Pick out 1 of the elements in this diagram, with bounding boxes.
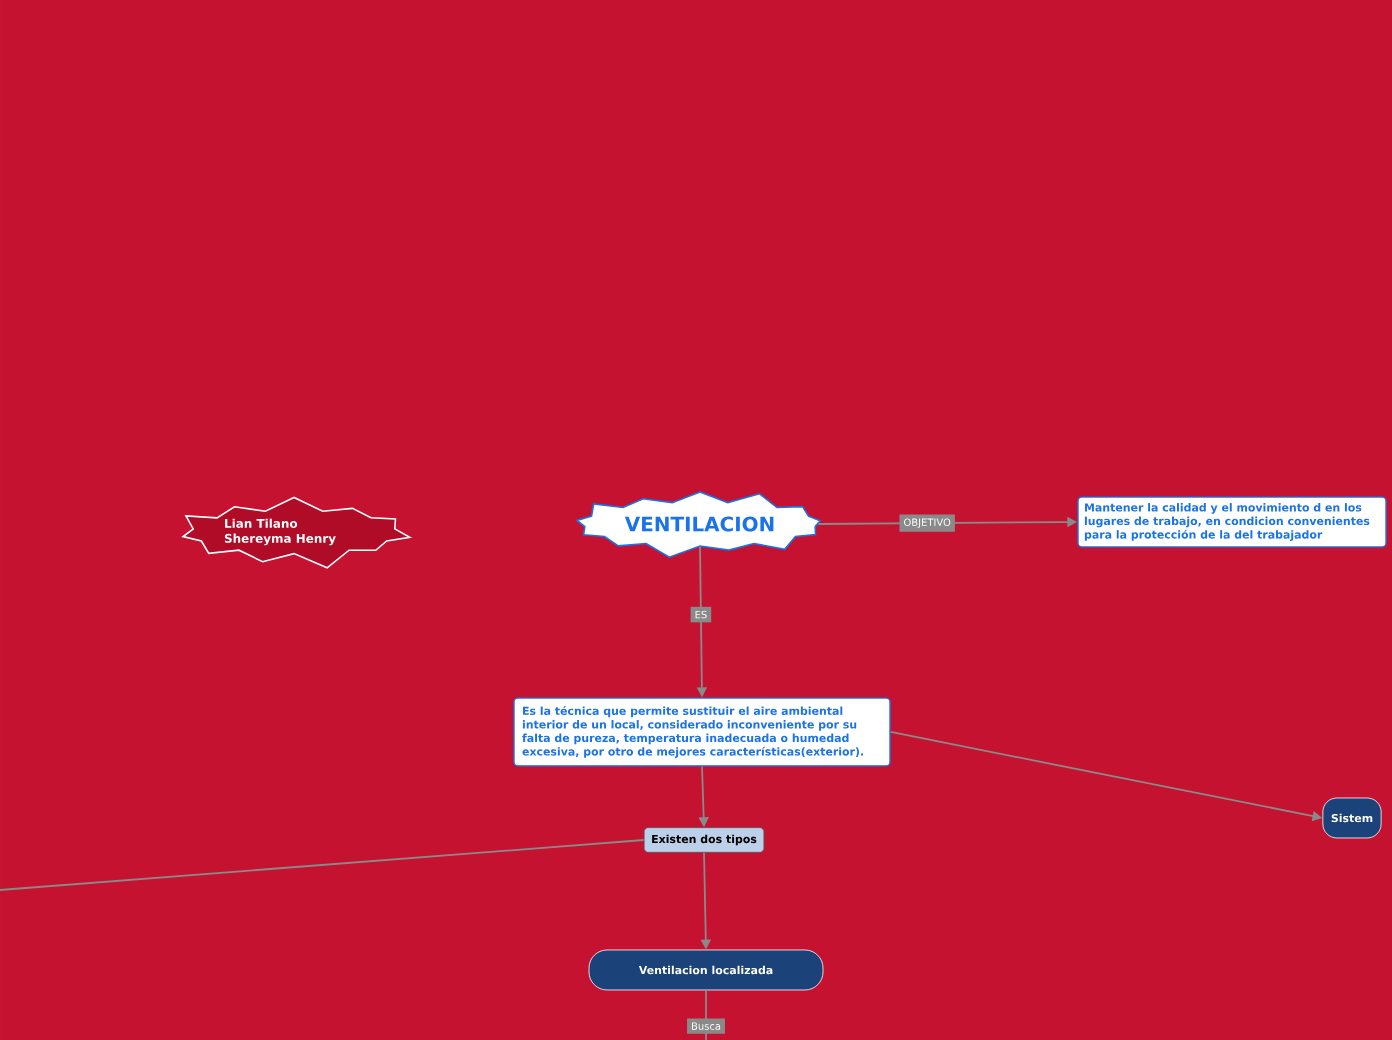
connector-line xyxy=(0,839,645,891)
